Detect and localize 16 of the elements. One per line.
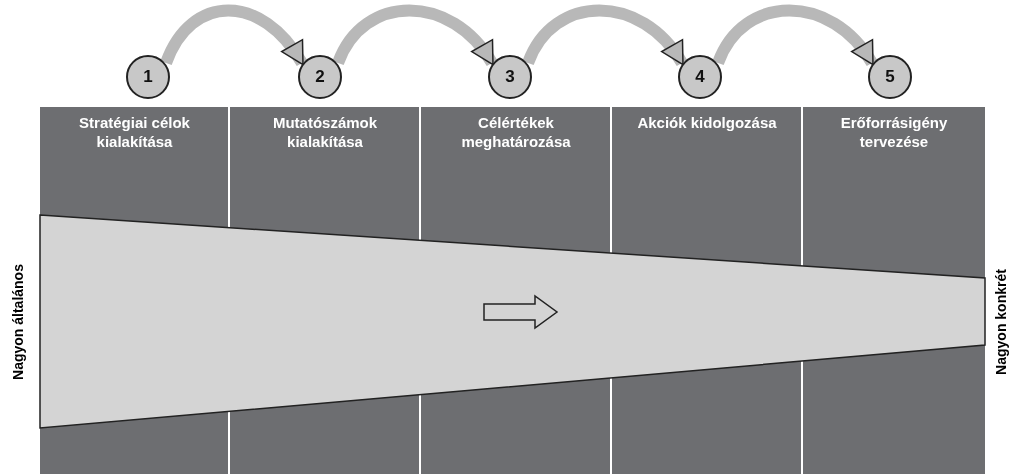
column-heading: Erőforrásigény tervezése [839,113,949,151]
step-number-circle: 4 [678,55,722,99]
column-heading: Stratégiai célok kialakítása [78,113,191,151]
curved-arrow [160,4,307,67]
curved-arrow [522,4,687,67]
step-number-circle: 1 [126,55,170,99]
step-number-circle: 2 [298,55,342,99]
axis-end-label: Nagyon konkrét [992,269,1009,375]
column-heading: Akciók kidolgozása [636,113,778,132]
curved-arrow [712,4,877,67]
column-heading: Mutatószámok kialakítása [271,113,379,151]
curved-arrow [332,4,497,67]
step-number-circle: 3 [488,55,532,99]
step-number-circle: 5 [868,55,912,99]
column-heading: Célértékek meghatározása [460,113,572,151]
axis-end-label: Nagyon általános [9,264,26,380]
